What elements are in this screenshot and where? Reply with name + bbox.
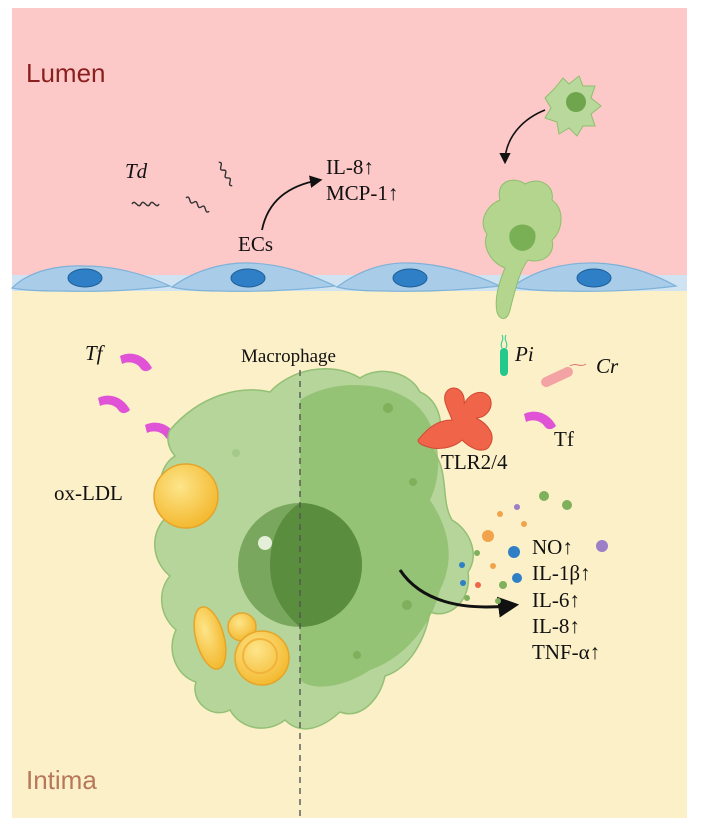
cytokine-no: NO↑: [532, 535, 573, 559]
pi-bacterium: [500, 334, 508, 376]
label-tf-left: Tf: [85, 341, 103, 365]
tf-rod: [98, 395, 130, 414]
macrophage-cytokine-list: NO↑ IL-1β↑ IL-6↑ IL-8↑ TNF-α↑: [532, 534, 600, 665]
transmigrating-monocyte: [482, 179, 562, 319]
tf-rod: [120, 353, 152, 372]
tf-rod: [524, 411, 556, 430]
label-cr: Cr: [596, 354, 619, 378]
ec-cytokine-il8: IL-8↑: [326, 155, 374, 179]
cytokine-il8: IL-8↑: [532, 613, 580, 638]
cytokine-il1b: IL-1β↑: [532, 561, 591, 586]
label-oxldl: ox-LDL: [54, 481, 123, 505]
cytokine-tnfa: TNF-α↑: [532, 640, 601, 664]
ec-secretion-arrow: [261, 175, 323, 231]
label-ecs: ECs: [238, 232, 274, 256]
macrophage-secretion-arrow: [398, 569, 520, 618]
monocyte-migration-arrow: [499, 109, 546, 165]
ec-nucleus: [576, 268, 612, 288]
ec-nucleus: [392, 268, 428, 288]
label-pi: Pi: [515, 342, 534, 366]
label-tf-right: Tf: [554, 427, 574, 451]
label-td: Td: [125, 159, 148, 183]
ec-nucleus: [67, 268, 103, 288]
lumen-region: [12, 8, 687, 284]
lipid-droplets: [193, 606, 290, 686]
tf-bacteria: [98, 353, 556, 441]
ox-ldl-particle: [153, 463, 219, 529]
spirochete: [185, 196, 210, 213]
ec-cytokine-list: IL-8↑ MCP-1↑: [326, 154, 398, 207]
secreted-mediators: [459, 491, 608, 604]
ec-nucleus: [230, 268, 266, 288]
label-macrophage: Macrophage: [241, 346, 336, 367]
spirochete: [218, 161, 233, 187]
tlr-receptor: [417, 387, 493, 451]
cr-bacterium: [541, 363, 587, 388]
ec-cytokine-mcp1: MCP-1↑: [326, 181, 399, 206]
region-label-intima: Intima: [26, 765, 97, 795]
region-label-lumen: Lumen: [26, 58, 106, 88]
label-tlr: TLR2/4: [441, 450, 508, 474]
treponema-spirochetes: [131, 161, 233, 213]
endothelium-layer: [10, 262, 687, 292]
cytokine-il6: IL-6↑: [532, 587, 580, 612]
monocyte: [544, 75, 602, 137]
spirochete: [131, 201, 160, 207]
